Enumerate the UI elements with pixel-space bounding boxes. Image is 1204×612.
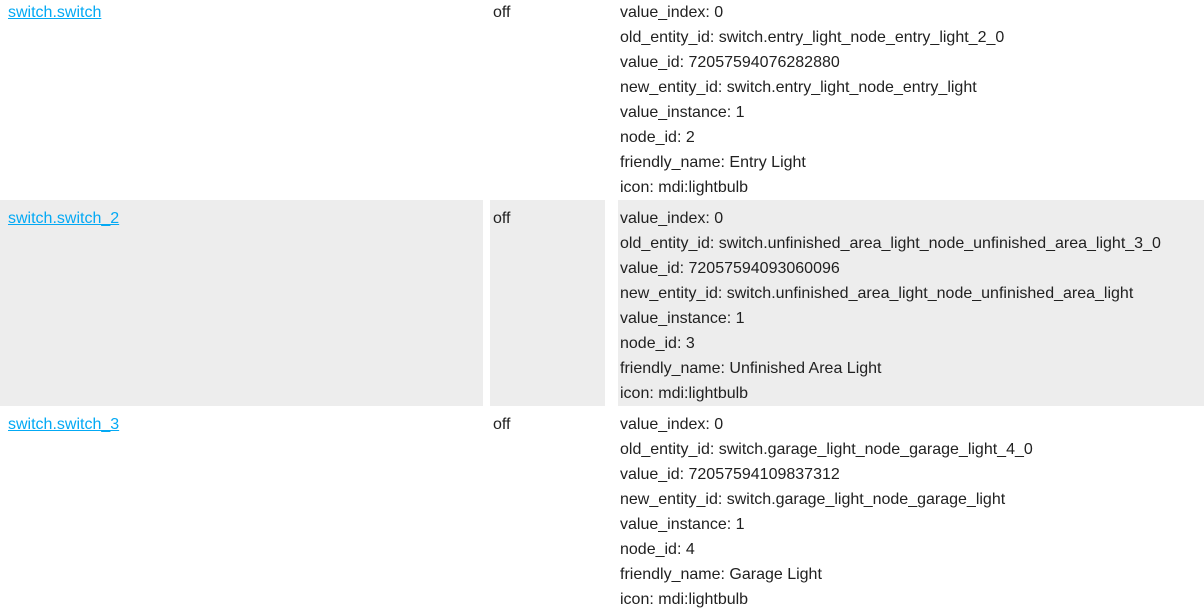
entity-link[interactable]: switch.switch_2 xyxy=(8,210,120,227)
attribute-line: new_entity_id: switch.unfinished_area_li… xyxy=(620,285,1134,302)
attribute-line: value_index: 0 xyxy=(620,416,724,433)
entity-state: off xyxy=(490,200,605,406)
entity-row: switch.switch_3 off value_index: 0 old_en… xyxy=(0,406,1204,612)
attribute-line: old_entity_id: switch.unfinished_area_li… xyxy=(620,235,1161,252)
attribute-line: node_id: 3 xyxy=(620,335,695,352)
attribute-line: value_instance: 1 xyxy=(620,310,745,327)
entity-link[interactable]: switch.switch xyxy=(8,4,102,21)
attribute-line: icon: mdi:lightbulb xyxy=(620,179,749,196)
entity-row: switch.switch_2 off value_index: 0 old_en… xyxy=(0,200,1204,406)
attribute-line: icon: mdi:lightbulb xyxy=(620,591,749,608)
entity-row: switch.switch off value_index: 0 old_enti… xyxy=(0,0,1204,200)
attribute-line: icon: mdi:lightbulb xyxy=(620,385,749,402)
attribute-line: value_instance: 1 xyxy=(620,104,745,121)
attribute-line: node_id: 4 xyxy=(620,541,695,558)
entity-link[interactable]: switch.switch_3 xyxy=(8,416,120,433)
attribute-line: value_index: 0 xyxy=(620,210,724,227)
attribute-line: friendly_name: Unfinished Area Light xyxy=(620,360,882,377)
attribute-line: old_entity_id: switch.garage_light_node_… xyxy=(620,441,1033,458)
entity-attributes: value_index: 0 old_entity_id: switch.entr… xyxy=(618,0,1204,200)
attribute-line: value_index: 0 xyxy=(620,4,724,21)
entity-attributes: value_index: 0 old_entity_id: switch.gara… xyxy=(618,406,1204,612)
entity-state: off xyxy=(490,406,605,612)
attribute-line: value_instance: 1 xyxy=(620,516,745,533)
entity-state: off xyxy=(490,0,605,200)
attribute-line: new_entity_id: switch.garage_light_node_… xyxy=(620,491,1006,508)
attribute-line: new_entity_id: switch.entry_light_node_e… xyxy=(620,79,977,96)
attribute-line: value_id: 72057594076282880 xyxy=(620,54,840,71)
attribute-line: value_id: 72057594093060096 xyxy=(620,260,840,277)
attribute-line: friendly_name: Entry Light xyxy=(620,154,806,171)
entity-cell: switch.switch_2 xyxy=(0,200,483,406)
attribute-line: friendly_name: Garage Light xyxy=(620,566,822,583)
attribute-line: old_entity_id: switch.entry_light_node_e… xyxy=(620,29,1005,46)
entity-cell: switch.switch_3 xyxy=(0,406,483,612)
attribute-line: value_id: 72057594109837312 xyxy=(620,466,840,483)
attribute-line: node_id: 2 xyxy=(620,129,695,146)
entity-cell: switch.switch xyxy=(0,0,483,200)
entity-attributes: value_index: 0 old_entity_id: switch.unfi… xyxy=(618,200,1204,406)
